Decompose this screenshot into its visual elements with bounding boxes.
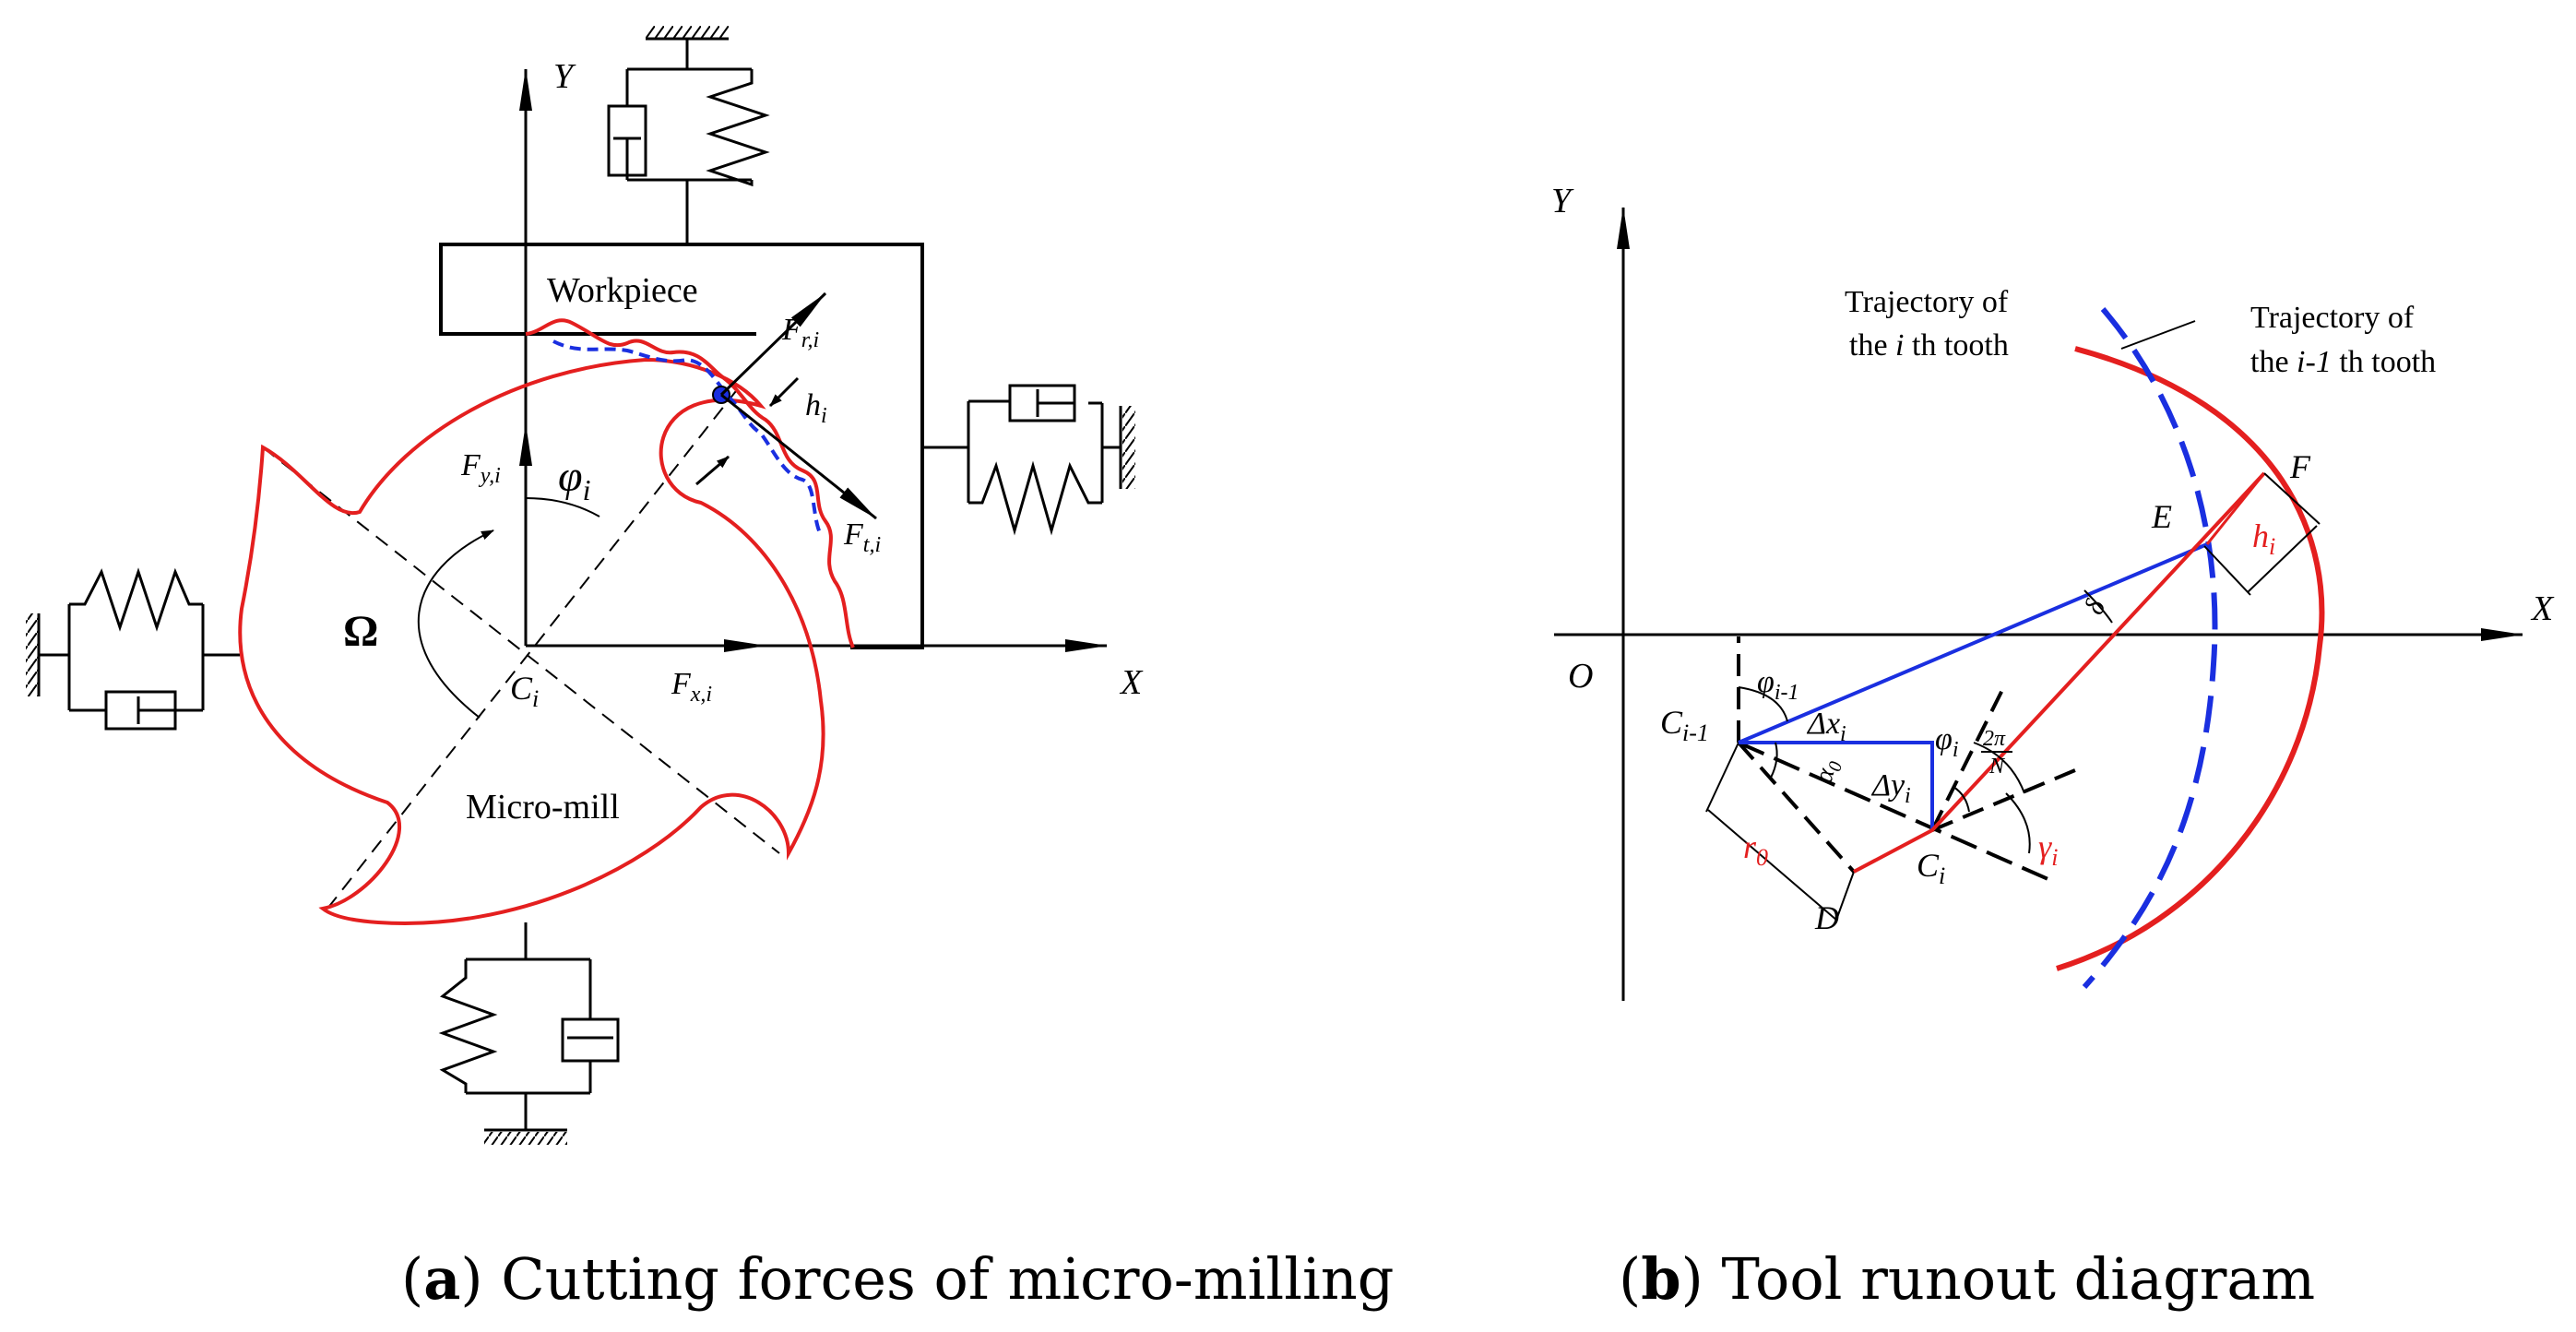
caption-a: (a) Cutting forces of micro-milling [401, 1245, 1394, 1313]
blue-dx-dy [1739, 741, 1934, 830]
panel-a: Y X Workpiece [26, 26, 1394, 1313]
b-axis-y-label: Y [1551, 182, 1574, 220]
arc-alpha0 [1770, 742, 1778, 779]
arc-phi-i1 [1738, 686, 1788, 722]
traj-i1-label-line1: Trajectory of [2250, 301, 2415, 335]
ci1-label: Ci-1 [1660, 704, 1709, 746]
mill-diameter-2 [326, 382, 743, 910]
trajectory-i1-arc [2082, 307, 2218, 989]
red-d-ci-e [1853, 471, 2266, 874]
trajectory-i-arc [2056, 346, 2325, 971]
r0-dimension [1705, 742, 1855, 923]
phi-arc [525, 497, 600, 517]
r0-label: r0 [1743, 828, 1768, 871]
left-spring-damper [26, 567, 240, 731]
dashed-ci-ray-up [1930, 682, 2008, 831]
panel-b: Y X O [1551, 182, 2555, 1313]
cut-surface [525, 318, 855, 648]
arc-gamma [2005, 792, 2031, 854]
fraction-numerator: 2π [1983, 727, 2006, 751]
caption-b: (b) Tool runout diagram [1619, 1245, 2315, 1313]
point-f-label: F [2289, 448, 2311, 485]
dashed-ci-ray-right [1931, 768, 2076, 832]
phi-i1-label: φi-1 [1757, 665, 1798, 705]
b-origin-label: O [1568, 657, 1593, 696]
gamma-label: γi [2038, 828, 2058, 871]
traj-i-label-line1: Trajectory of [1845, 285, 2009, 319]
f-r-label: Fr,i [781, 313, 819, 352]
phi-i-label: φi [1935, 722, 1958, 762]
f-t-arrow [720, 393, 877, 520]
dashed-ci1-ray [1738, 741, 2053, 883]
a-axis-x-label: X [1119, 663, 1144, 702]
f-r-arrow [719, 291, 827, 397]
hi-label: hi [2252, 517, 2275, 560]
a-axis-y-label: Y [553, 57, 576, 96]
omega-arc [417, 529, 494, 719]
point-e-label: E [2151, 498, 2172, 535]
arc-2pi-n [1973, 742, 2025, 794]
traj-i-label-line2: the i th tooth [1849, 328, 2009, 363]
phi-label: φi [558, 452, 590, 506]
f-x-label: Fx,i [671, 667, 712, 707]
leader-traj-i1 [2120, 320, 2196, 350]
h-arrow-top [768, 376, 800, 408]
blue-ci1-e [1738, 542, 2208, 744]
arc-phi-i [1953, 786, 1970, 813]
hi-dimension [2203, 472, 2321, 596]
micro-mill-label: Micro-mill [466, 788, 620, 827]
dy-label: Δyi [1870, 768, 1911, 808]
workpiece-label: Workpiece [547, 271, 698, 310]
traj-i1-label-line2: the i-1 th tooth [2250, 345, 2436, 379]
uncut-chip-boundary [552, 339, 823, 536]
f-y-label: Fy,i [460, 448, 501, 488]
b-axis-x-label: X [2530, 589, 2555, 628]
omega-label: Ω [343, 607, 378, 656]
bottom-spring-damper [438, 922, 620, 1145]
workpiece-block [439, 243, 924, 649]
fraction-denominator: N [1988, 755, 2006, 779]
right-spring-damper [922, 384, 1135, 536]
point-d-label: D [1814, 899, 1839, 936]
h-arrow-bottom [695, 455, 730, 486]
ci-label: Ci [1917, 847, 1945, 889]
delta-label: δ [2079, 595, 2112, 618]
dashed-ci1-d [1737, 741, 1856, 874]
h-label: hi [805, 388, 827, 428]
alpha0-label: α0 [1810, 756, 1846, 787]
center-ci-label: Ci [510, 670, 539, 712]
dx-label: Δxi [1806, 707, 1846, 746]
top-spring-damper [607, 26, 770, 244]
arc-delta [2083, 589, 2113, 624]
f-t-label: Ft,i [843, 517, 881, 557]
mill-diameter-1 [262, 446, 780, 854]
micro-mill-outline [238, 357, 825, 925]
red-e-e [2205, 472, 2266, 545]
